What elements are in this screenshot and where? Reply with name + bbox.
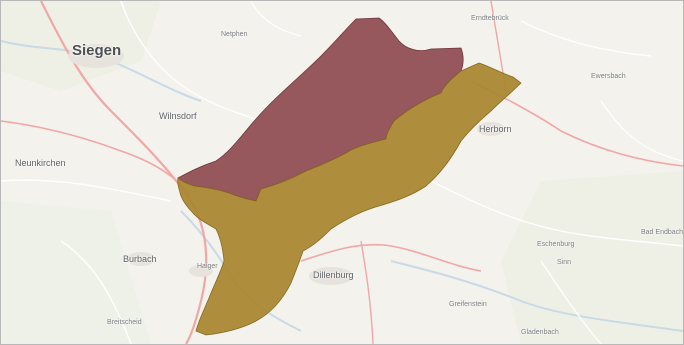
river-lahn xyxy=(390,260,683,332)
label-sinn: Sinn xyxy=(557,259,572,266)
label-wilnsdorf: Wilnsdorf xyxy=(159,111,197,121)
road-b54 xyxy=(1,120,192,197)
label-burbach: Burbach xyxy=(123,254,157,264)
road-minor-5 xyxy=(60,240,132,344)
terrain-shade-2 xyxy=(501,171,683,344)
label-gladenbach: Gladenbach xyxy=(521,329,559,336)
label-netphen: Netphen xyxy=(221,31,248,38)
label-neunkirchen: Neunkirchen xyxy=(15,158,66,168)
terrain-shade-3 xyxy=(1,201,151,344)
label-herborn: Herborn xyxy=(479,124,512,134)
settlement-burbach xyxy=(127,252,155,266)
road-minor-8 xyxy=(600,100,683,162)
label-greifenstein: Greifenstein xyxy=(449,301,487,308)
label-dillenburg: Dillenburg xyxy=(313,270,354,280)
road-minor-6 xyxy=(540,260,602,344)
road-minor-1 xyxy=(1,179,172,202)
road-south xyxy=(360,240,374,344)
label-ewersbach: Ewersbach xyxy=(591,73,626,80)
label-haiger: Haiger xyxy=(197,263,218,270)
settlement-herborn xyxy=(477,122,505,136)
settlement-siegen xyxy=(68,44,124,68)
region-southern[interactable] xyxy=(177,62,522,336)
label-eschenburg: Eschenburg xyxy=(537,241,575,248)
settlement-haiger xyxy=(189,265,213,277)
settlement-dillenburg xyxy=(309,267,353,285)
road-minor-2 xyxy=(120,1,262,122)
label-siegen: Siegen xyxy=(72,42,122,59)
road-b277 xyxy=(300,243,482,272)
label-erndtebrueck: Erndtebrück xyxy=(471,15,509,22)
label-bad-endbach: Bad Endbach xyxy=(641,229,684,236)
road-minor-7 xyxy=(250,1,302,37)
road-minor-4 xyxy=(430,180,683,247)
label-breitscheid: Breitscheid xyxy=(107,319,142,326)
road-minor-3 xyxy=(520,20,652,57)
